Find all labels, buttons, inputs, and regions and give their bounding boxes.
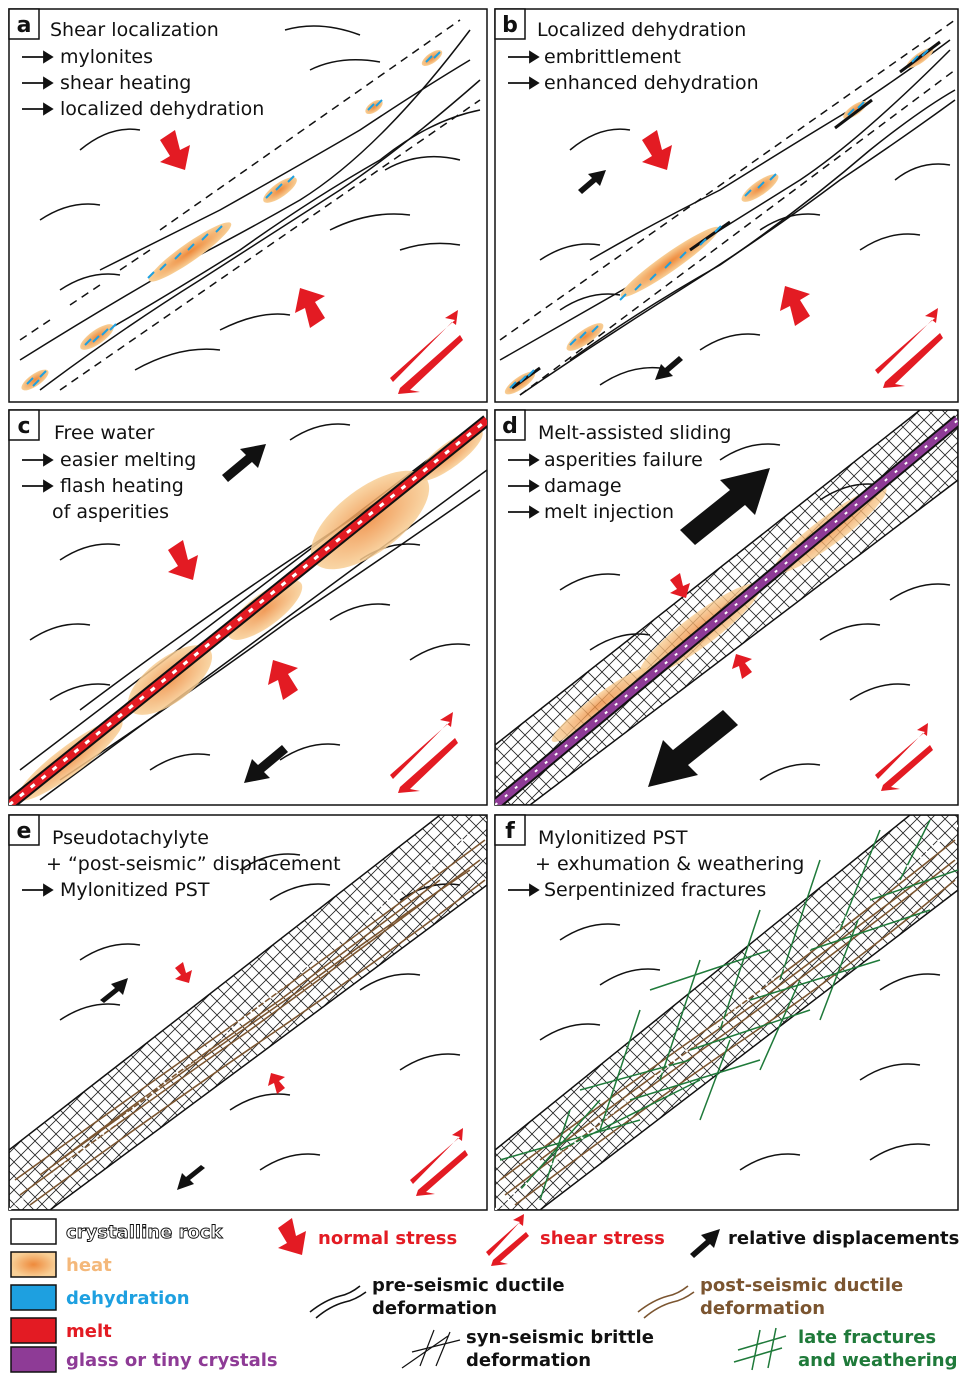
consequence-item: shear heating — [60, 72, 191, 94]
panel-c: c Free water easier melting flash heatin… — [8, 409, 488, 806]
legend-swatch-crystalline — [10, 1218, 57, 1245]
dehydration-lenses — [504, 40, 941, 395]
consequence-arrows — [22, 50, 54, 116]
shear-stress-symbol — [390, 712, 458, 793]
consequence-item: damage — [544, 475, 622, 497]
legend-shear-stress: shear stress — [540, 1228, 665, 1249]
legend-swatch-melt — [10, 1317, 57, 1344]
legend-post-seismic-line1: post-seismic ductile — [700, 1275, 903, 1296]
legend-pre-seismic-line1: pre-seismic ductile — [372, 1275, 565, 1296]
shear-stress-symbol — [410, 1128, 468, 1196]
dehydration-lenses — [21, 49, 443, 391]
legend-syn-seismic-line2: deformation — [466, 1350, 591, 1371]
legend-normal-stress: normal stress — [318, 1228, 457, 1249]
pre-seismic-icon — [309, 1285, 367, 1319]
panel-letter: a — [17, 13, 32, 38]
consequence-item: mylonites — [60, 46, 153, 68]
consequence-arrows — [508, 453, 540, 519]
legend-syn-seismic-line1: syn-seismic brittle — [466, 1327, 654, 1348]
legend-label-crystalline: crystalline rock — [66, 1222, 223, 1243]
glass-layer — [495, 415, 958, 805]
consequence-item: Mylonitized PST — [60, 879, 210, 901]
legend-label-melt: melt — [66, 1321, 112, 1342]
panel-title: Mylonitized PST — [538, 827, 688, 849]
syn-seismic-icon — [401, 1329, 461, 1369]
shear-stress-icon — [486, 1214, 529, 1266]
normal-stress-arrows — [168, 540, 298, 700]
displacement-arrows — [578, 170, 683, 380]
displacement-arrows — [648, 468, 770, 787]
foliation-lines — [59, 853, 461, 1171]
legend-swatch-dehydration — [10, 1284, 57, 1311]
foliation-lines — [19, 19, 481, 391]
shear-stress-symbol — [390, 310, 463, 394]
consequence-item: + exhumation & weathering — [535, 853, 804, 875]
pst-trace — [9, 818, 487, 1210]
consequence-arrows — [508, 883, 540, 897]
post-seismic-ductile-lines — [14, 839, 486, 1206]
panel-f: f Mylonitized PST + exhumation & weather… — [494, 814, 959, 1211]
melt-layer — [9, 415, 487, 805]
normal-stress-arrows — [642, 130, 810, 326]
normal-stress-arrows — [670, 573, 752, 679]
normal-stress-arrows — [160, 130, 325, 328]
legend-swatch-heat — [10, 1251, 57, 1278]
consequence-arrows — [508, 50, 540, 90]
legend-late-fractures-line2: and weathering — [798, 1350, 957, 1371]
panel-title: Pseudotachylyte — [52, 827, 209, 849]
panel-e: e Pseudotachylyte + “post-seismic” displ… — [8, 814, 488, 1211]
panel-letter: f — [505, 819, 515, 844]
consequence-item: asperities failure — [544, 449, 703, 471]
panel-letter: e — [17, 819, 32, 844]
displacement-arrows — [100, 978, 205, 1190]
consequence-item: + “post-seismic” displacement — [46, 853, 341, 875]
displacement-icon — [690, 1229, 720, 1258]
foliation-lines — [539, 923, 941, 1171]
legend-pre-seismic-line2: deformation — [372, 1298, 497, 1319]
legend-late-fractures-line1: late fractures — [798, 1327, 936, 1348]
panel-a: a Shear localization mylonites shear hea… — [8, 8, 488, 403]
shear-stress-symbol — [875, 308, 943, 388]
consequence-item: melt injection — [544, 501, 674, 523]
legend-post-seismic-line2: deformation — [700, 1298, 825, 1319]
late-fractures-icon — [733, 1327, 787, 1371]
consequence-item: of asperities — [52, 501, 169, 523]
panel-title: Localized dehydration — [537, 19, 746, 41]
panel-b: b Localized dehydration embrittlement en… — [494, 8, 959, 403]
panel-title: Shear localization — [50, 19, 219, 41]
consequence-item: localized dehydration — [60, 98, 264, 120]
displacement-arrows — [222, 444, 288, 783]
post-seismic-icon — [637, 1285, 695, 1319]
legend-label-heat: heat — [66, 1255, 112, 1276]
panel-letter: c — [17, 414, 30, 439]
consequence-item: enhanced dehydration — [544, 72, 759, 94]
normal-stress-icon — [278, 1218, 306, 1255]
consequence-item: embrittlement — [544, 46, 681, 68]
consequence-item: Serpentinized fractures — [544, 879, 766, 901]
consequence-arrows — [22, 883, 54, 897]
late-fractures — [499, 819, 958, 1201]
normal-stress-arrows — [175, 962, 285, 1094]
consequence-item: easier melting — [60, 449, 196, 471]
panel-title: Free water — [54, 422, 155, 444]
consequence-item: flash heating — [60, 475, 184, 497]
pst-trace — [495, 823, 958, 1210]
consequence-arrows — [22, 453, 54, 493]
legend-relative-displacements: relative displacements — [728, 1228, 959, 1249]
shear-stress-symbol — [875, 723, 933, 791]
legend-label-glass: glass or tiny crystals — [66, 1350, 278, 1371]
legend-label-dehydration: dehydration — [66, 1288, 190, 1309]
panel-d: d Melt-assisted sliding asperities failu… — [494, 409, 959, 806]
legend-swatch-glass — [10, 1346, 57, 1373]
panel-title: Melt-assisted sliding — [538, 422, 731, 444]
panel-letter: d — [502, 414, 518, 439]
legend: crystalline rock heat dehydration melt g… — [10, 1214, 959, 1373]
foliation-lines — [499, 19, 956, 396]
panel-letter: b — [502, 13, 518, 38]
